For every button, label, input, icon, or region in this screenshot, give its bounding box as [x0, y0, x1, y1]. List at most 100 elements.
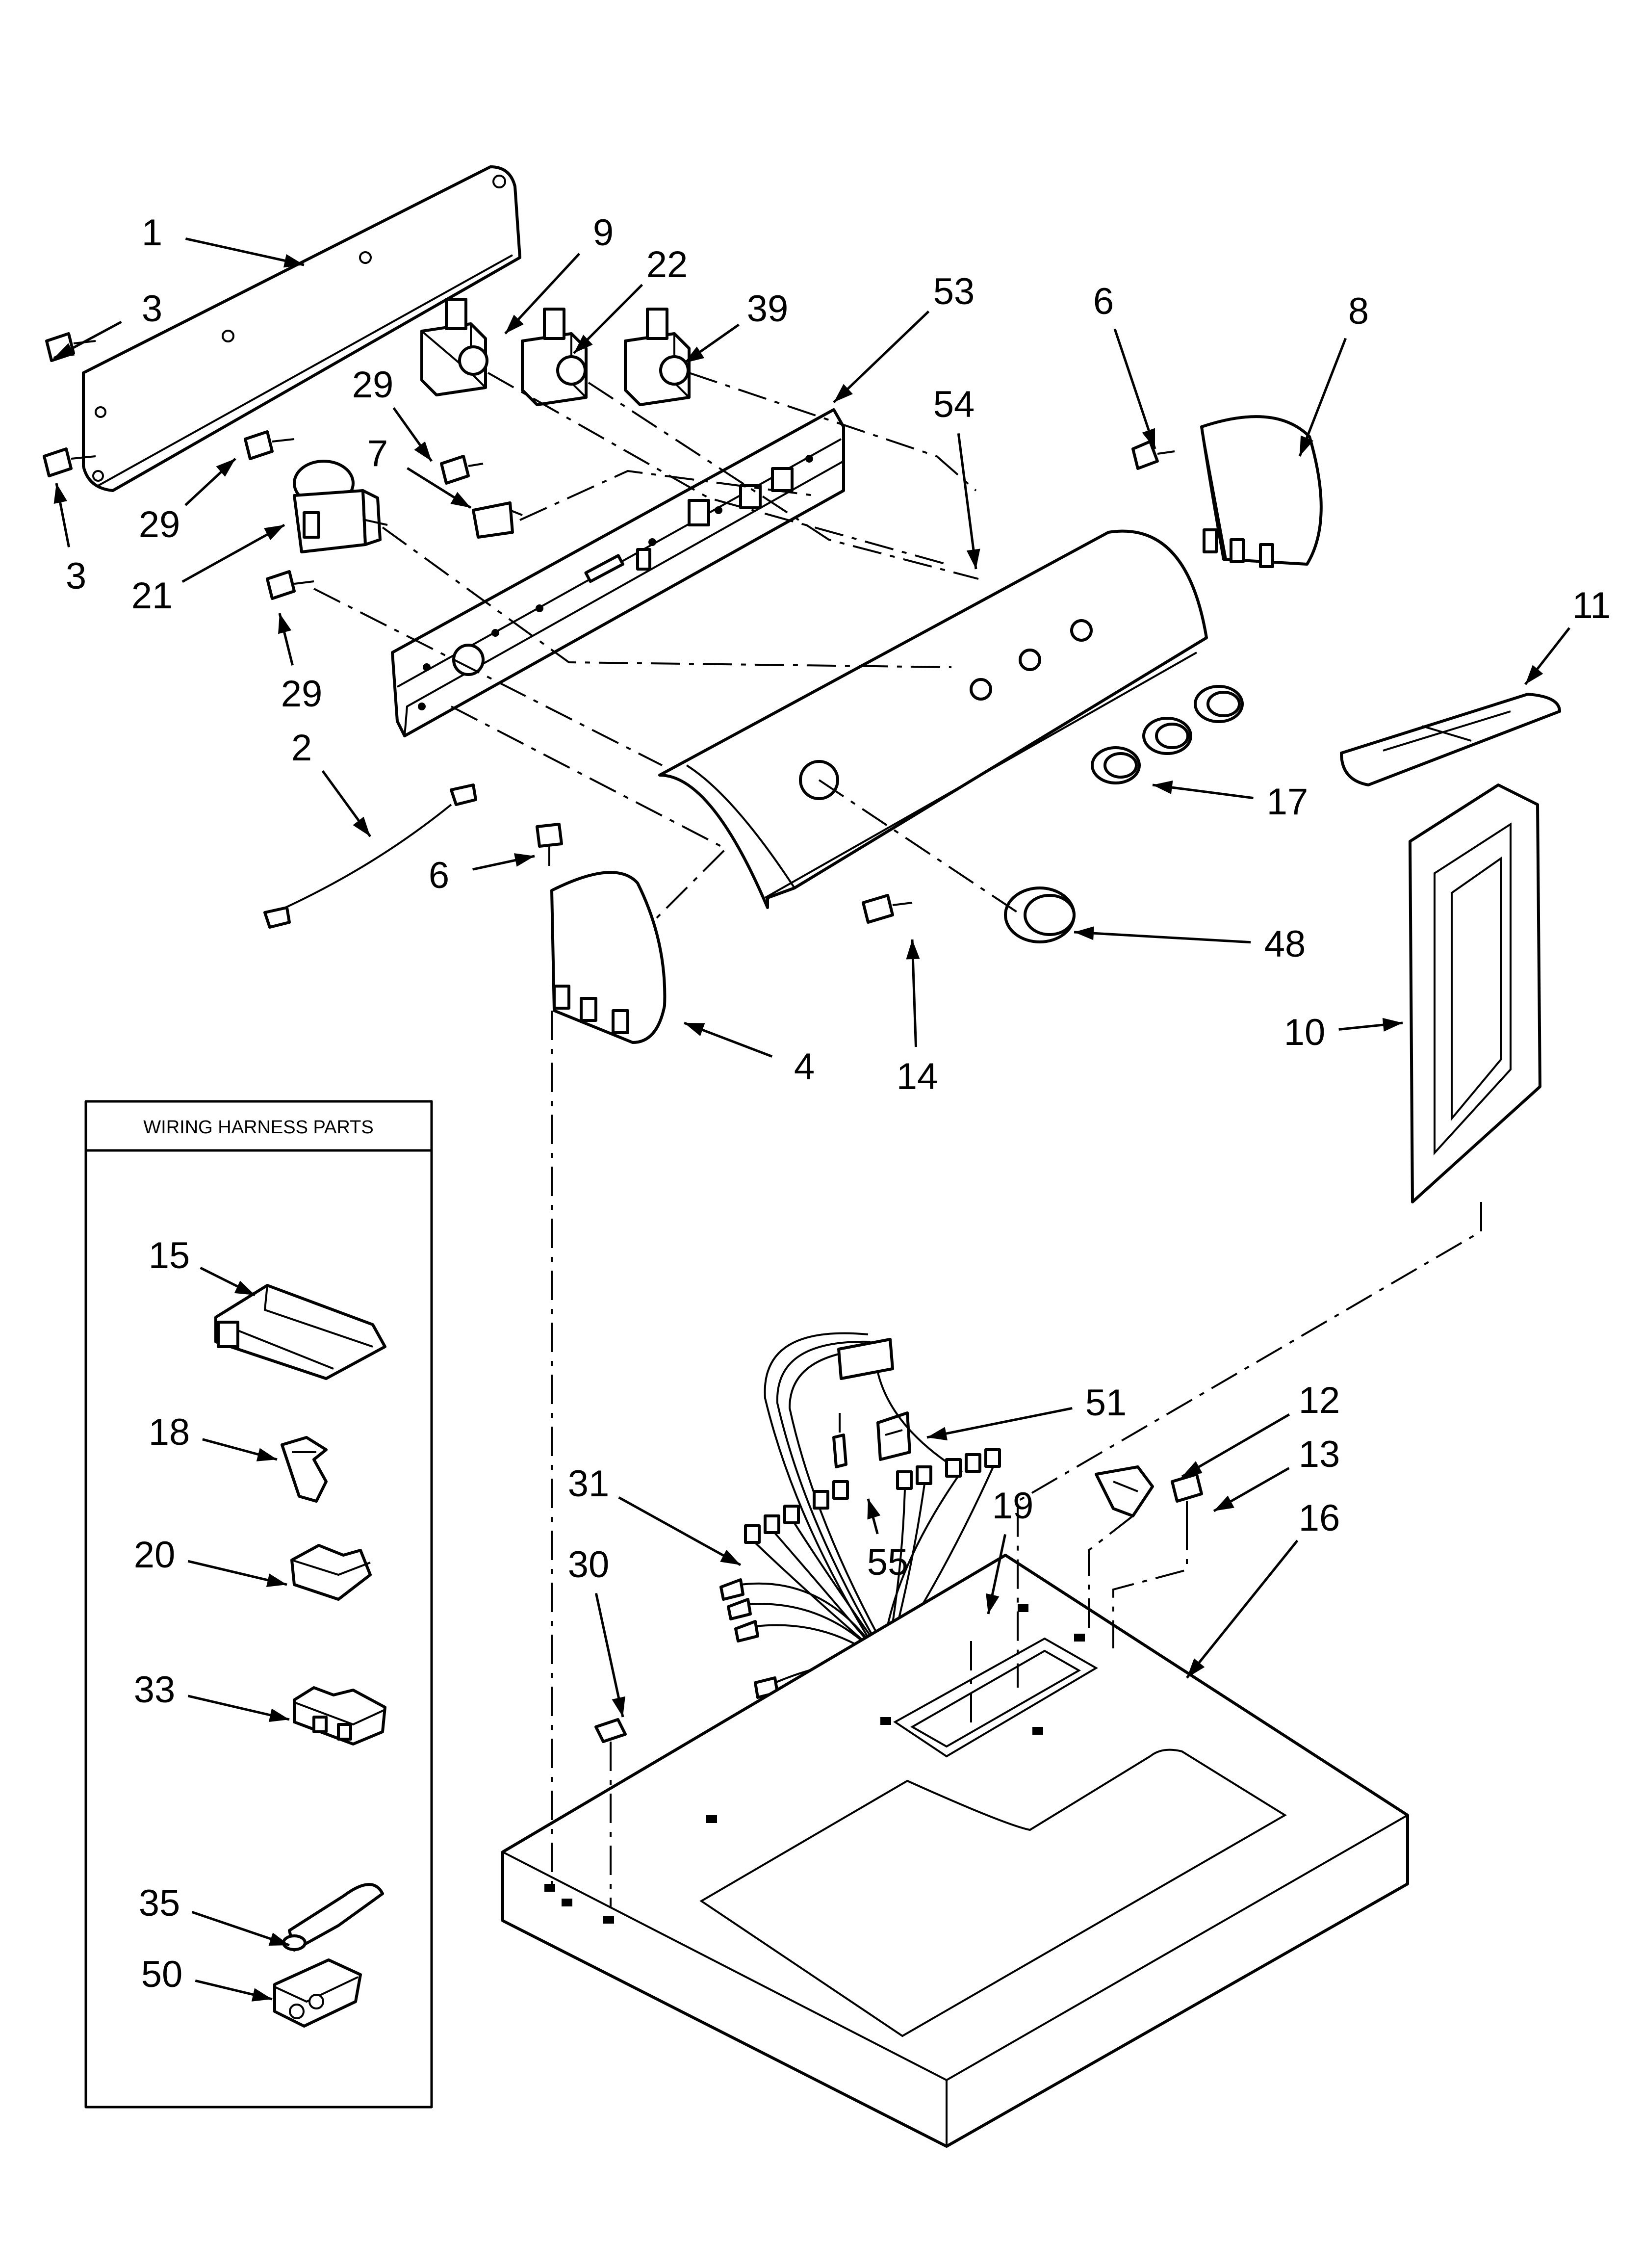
part-screw	[440, 455, 484, 485]
leader-line	[618, 1496, 742, 1566]
part-connector-housing	[273, 1958, 362, 2028]
leader-arrowhead	[612, 1696, 625, 1717]
leader-arrowhead	[1525, 665, 1543, 684]
callout-number: 6	[1093, 281, 1114, 322]
leader-line	[1298, 338, 1347, 457]
callout-4: 4	[684, 1021, 815, 1088]
callout-number: 19	[992, 1485, 1034, 1527]
part-wiring-harness	[719, 1332, 1001, 1699]
part-screw	[244, 430, 295, 460]
leader-arrowhead	[867, 1499, 881, 1520]
callout-number: 6	[429, 855, 449, 896]
callout-number: 8	[1348, 290, 1369, 332]
callout-53: 53	[833, 271, 975, 403]
callout-55: 55	[867, 1498, 909, 1583]
callout-number: 22	[646, 244, 688, 286]
callout-54: 54	[933, 384, 980, 570]
leader-arrowhead	[264, 525, 284, 541]
part-wire	[263, 783, 477, 929]
leader-arrowhead	[1187, 1658, 1205, 1678]
leader-line	[1074, 931, 1251, 944]
callout-33: 33	[134, 1669, 290, 1722]
callout-number: 14	[897, 1056, 938, 1097]
callout-29: 29	[139, 458, 236, 546]
callout-3: 3	[53, 288, 162, 360]
callout-15: 15	[149, 1235, 256, 1297]
callout-number: 15	[149, 1235, 190, 1277]
callout-number: 31	[568, 1463, 610, 1505]
part-filter-cover	[1340, 693, 1561, 786]
callout-21: 21	[131, 523, 285, 617]
leader-arrowhead	[834, 384, 853, 402]
callout-16: 16	[1186, 1497, 1340, 1679]
part-knob	[1091, 746, 1141, 784]
callout-number: 7	[367, 433, 388, 474]
callout-number: 3	[66, 555, 86, 597]
callout-8: 8	[1298, 290, 1369, 457]
leader-line	[1186, 1539, 1299, 1679]
callout-number: 48	[1264, 923, 1306, 965]
leader-arrowhead	[514, 853, 535, 867]
leader-arrowhead	[414, 441, 432, 461]
callout-12: 12	[1181, 1380, 1340, 1478]
callout-number: 29	[281, 673, 323, 715]
part-top-panel	[501, 1554, 1409, 2148]
leader-arrowhead	[53, 483, 67, 504]
leader-arrowhead	[505, 314, 524, 334]
legend-box-title: WIRING HARNESS PARTS	[143, 1117, 373, 1138]
part-switch	[624, 308, 691, 406]
callout-29: 29	[352, 364, 433, 462]
part-timer-knob	[1004, 886, 1076, 943]
callout-number: 17	[1267, 781, 1308, 823]
part-screw	[266, 570, 314, 600]
leader-arrowhead	[268, 1708, 289, 1722]
leader-arrowhead	[251, 1988, 272, 2002]
callout-number: 1	[142, 212, 162, 254]
callout-39: 39	[683, 288, 789, 365]
leader-line	[833, 310, 930, 403]
leader-arrowhead	[283, 254, 304, 268]
part-screw	[832, 1413, 847, 1468]
callout-14: 14	[897, 939, 938, 1097]
part-knob	[1194, 685, 1244, 723]
leader-arrowhead	[1153, 781, 1173, 794]
callout-2: 2	[291, 727, 372, 837]
part-connector-housing	[293, 1686, 386, 1746]
leader-arrowhead	[256, 1448, 277, 1461]
part-right-end-cap	[1200, 415, 1323, 568]
leader-arrowhead	[54, 343, 75, 358]
callout-13: 13	[1213, 1434, 1340, 1512]
leader-arrowhead	[268, 1932, 289, 1946]
callout-number: 55	[867, 1541, 909, 1583]
callout-30: 30	[568, 1544, 625, 1718]
callout-number: 51	[1085, 1382, 1127, 1424]
callout-number: 16	[1299, 1497, 1340, 1539]
leader-arrowhead	[278, 613, 292, 634]
callout-number: 12	[1299, 1380, 1340, 1421]
part-screw	[862, 894, 913, 924]
callout-7: 7	[367, 433, 472, 509]
leader-arrowhead	[906, 939, 920, 960]
part-clip	[594, 1718, 627, 1743]
callout-number: 33	[134, 1669, 176, 1711]
callout-number: 39	[747, 288, 789, 330]
leader-arrowhead	[720, 1549, 741, 1565]
callout-number: 4	[794, 1046, 815, 1088]
leader-line	[185, 237, 305, 266]
part-screw	[1171, 1473, 1203, 1521]
callout-31: 31	[568, 1463, 742, 1566]
part-screw	[536, 823, 563, 866]
callout-51: 51	[926, 1382, 1127, 1441]
part-bracket	[876, 1411, 911, 1461]
leader-arrowhead	[1142, 428, 1155, 449]
callout-11: 11	[1524, 585, 1611, 685]
leader-arrowhead	[266, 1573, 287, 1587]
leader-arrowhead	[986, 1593, 1000, 1614]
leader-arrowhead	[1074, 926, 1094, 940]
callout-10: 10	[1284, 1012, 1403, 1053]
callout-number: 29	[139, 504, 180, 546]
leader-arrowhead	[1382, 1017, 1403, 1032]
part-screw	[1131, 440, 1175, 470]
callout-number: 29	[352, 364, 394, 406]
part-latch	[1095, 1465, 1154, 1517]
